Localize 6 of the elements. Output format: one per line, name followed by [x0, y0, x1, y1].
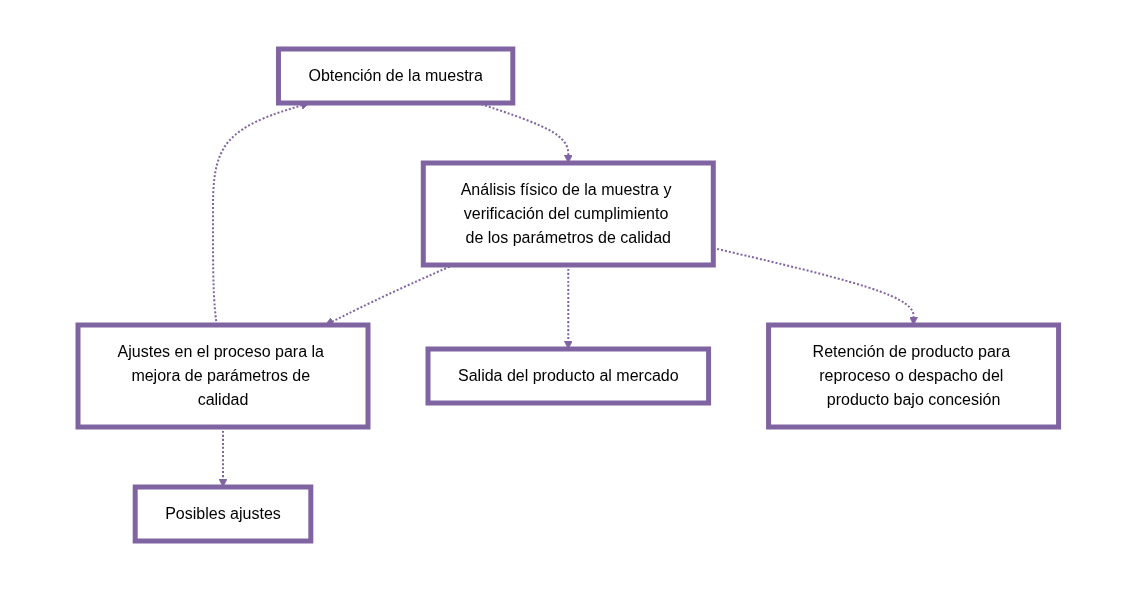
- node-box: Ajustes en el proceso para la mejora de parámetros de calidad: [75, 322, 371, 430]
- node-box: Análisis físico de la muestra y verificación del cumplimiento de los parámetros de calidad: [421, 160, 716, 268]
- node-box: Salida del producto al mercado: [425, 346, 712, 406]
- node-box: Posibles ajustes: [132, 484, 314, 544]
- node-box: Retención de producto para reproceso o despacho del producto bajo concesión: [766, 322, 1062, 430]
- node-box: Obtención de la muestra: [276, 46, 516, 106]
